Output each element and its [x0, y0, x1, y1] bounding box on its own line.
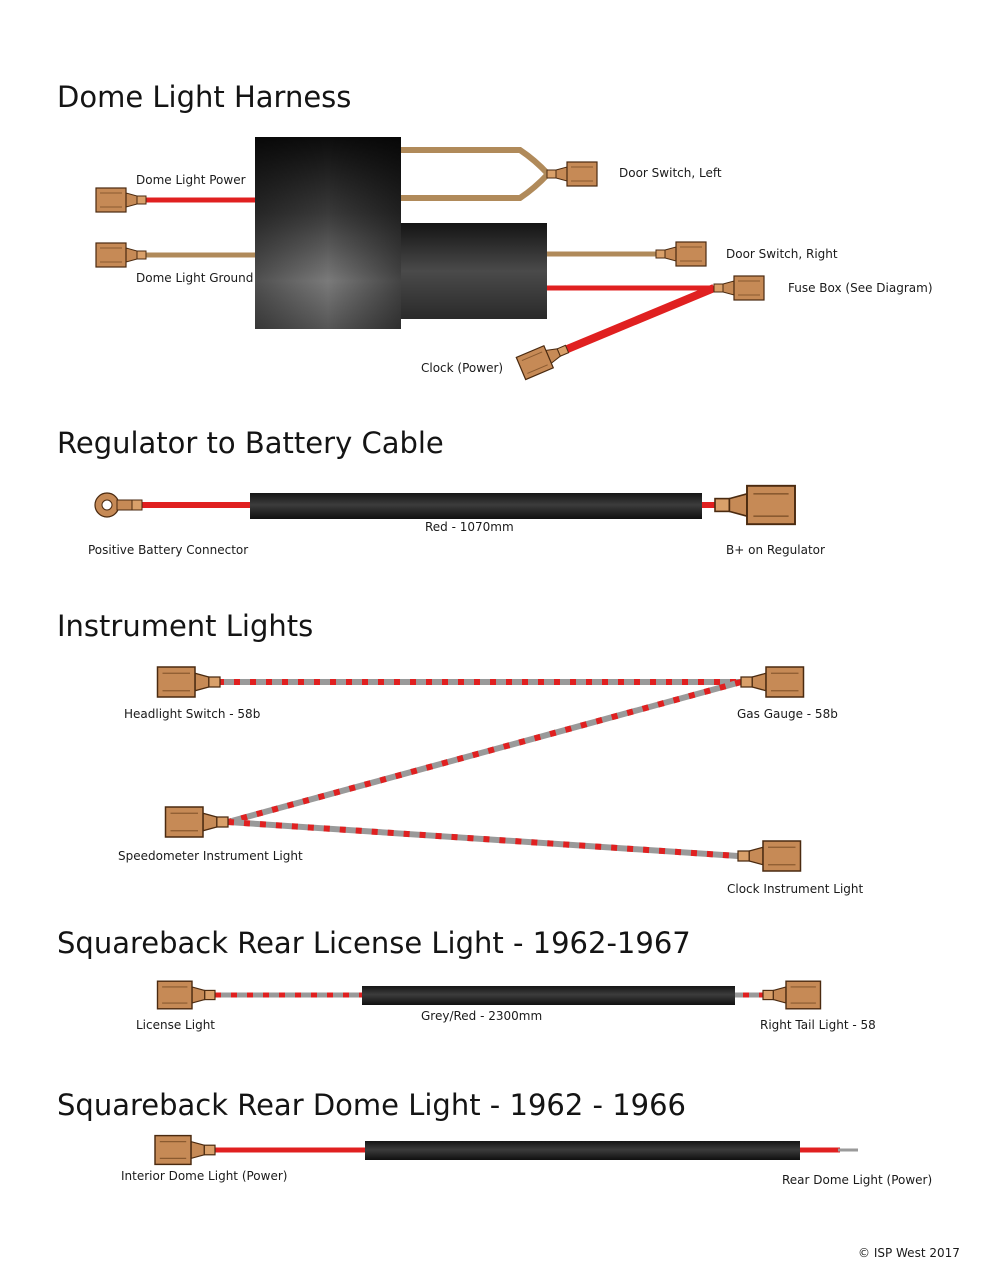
dome-power-connector — [95, 187, 147, 213]
gas-gauge-label: Gas Gauge - 58b — [737, 707, 838, 721]
dome-ground-label: Dome Light Ground — [136, 271, 253, 285]
positive-battery-label: Positive Battery Connector — [88, 543, 248, 557]
dome-ground-connector — [95, 242, 147, 268]
door-left-connector — [546, 161, 598, 187]
dome-main-sleeve-shade — [255, 137, 401, 329]
license-wire-spec: Grey/Red - 2300mm — [421, 1009, 542, 1023]
clock-instrument-label: Clock Instrument Light — [727, 882, 863, 896]
gas-gauge-connector — [740, 666, 805, 698]
regulator-sleeve — [250, 493, 702, 519]
battery-ring-terminal — [94, 492, 143, 518]
speedo-connector — [164, 806, 229, 838]
dome-branch-sleeve — [401, 223, 547, 319]
license-title: Squareback Rear License Light - 1962-196… — [57, 926, 691, 960]
door-left-wire-upper — [398, 147, 551, 177]
rear-dome-label: Rear Dome Light (Power) — [782, 1173, 932, 1187]
fuse-box-label: Fuse Box (See Diagram) — [788, 281, 933, 295]
clock-instrument-connector — [737, 840, 802, 872]
speedo-label: Speedometer Instrument Light — [118, 849, 303, 863]
license-sleeve — [362, 986, 735, 1005]
interior-dome-connector — [154, 1134, 216, 1166]
dome-harness-title: Dome Light Harness — [57, 80, 351, 114]
headlight-switch-label: Headlight Switch - 58b — [124, 707, 260, 721]
regulator-title: Regulator to Battery Cable — [57, 426, 444, 460]
speedo-to-clock-wire — [227, 819, 739, 859]
headlight-switch-connector — [156, 666, 221, 698]
license-light-label: License Light — [136, 1018, 215, 1032]
door-left-label: Door Switch, Left — [619, 166, 722, 180]
regulator-wire-spec: Red - 1070mm — [425, 520, 514, 534]
regulator-b-plus-label: B+ on Regulator — [726, 543, 825, 557]
tail-light-label: Right Tail Light - 58 — [760, 1018, 876, 1032]
dome-power-label: Dome Light Power — [136, 173, 246, 187]
door-left-wire-lower — [398, 171, 551, 201]
regulator-connector — [714, 484, 796, 526]
rear-dome-sleeve — [365, 1141, 800, 1160]
interior-dome-label: Interior Dome Light (Power) — [121, 1169, 287, 1183]
fuse-box-connector — [713, 275, 765, 301]
rear-dome-title: Squareback Rear Dome Light - 1962 - 1966 — [57, 1088, 686, 1122]
clock-power-connector — [515, 337, 573, 381]
door-right-connector — [655, 241, 707, 267]
instrument-title: Instrument Lights — [57, 609, 313, 643]
tail-light-connector — [762, 980, 822, 1010]
clock-power-label: Clock (Power) — [421, 361, 503, 375]
gas-to-speedo-wire — [227, 679, 742, 825]
license-light-connector — [156, 980, 216, 1010]
copyright-text: © ISP West 2017 — [858, 1246, 960, 1260]
clock-power-wire — [563, 284, 716, 354]
door-right-label: Door Switch, Right — [726, 247, 838, 261]
